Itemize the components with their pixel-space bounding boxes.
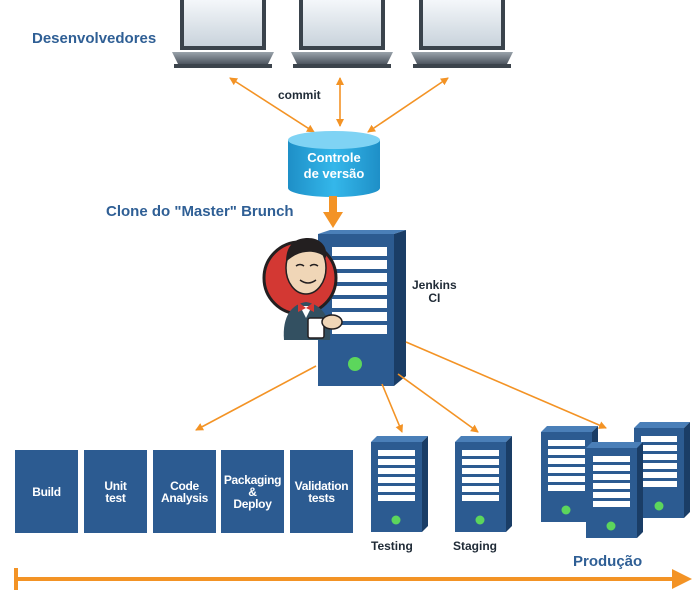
deploy-arrows — [195, 341, 607, 433]
laptop-icon — [291, 0, 393, 68]
commit-label: commit — [278, 88, 321, 102]
jenkins-butler-icon — [262, 238, 343, 340]
stage-build: Build — [15, 450, 78, 533]
laptop-icon — [411, 0, 513, 68]
clone-arrow — [323, 196, 343, 228]
staging-label: Staging — [453, 539, 497, 553]
server-icon — [455, 436, 512, 532]
stage-packaging-deploy: Packaging & Deploy — [221, 450, 284, 533]
laptop-icon — [172, 0, 274, 68]
timeline-arrow — [14, 568, 692, 590]
stage-code-analysis: Code Analysis — [153, 450, 216, 533]
commit-arrows — [229, 77, 449, 133]
server-icon — [586, 442, 643, 538]
clone-label: Clone do "Master" Brunch — [106, 203, 294, 220]
production-label: Produção — [573, 553, 643, 570]
developers-label: Desenvolvedores — [32, 30, 157, 47]
stage-unit-test: Unit test — [84, 450, 147, 533]
server-icon — [318, 230, 406, 386]
jenkins-ci-label: Jenkins CI — [412, 278, 457, 305]
database-icon — [288, 131, 380, 197]
version-control-label: Controle de versão — [303, 150, 365, 181]
server-icon — [371, 436, 428, 532]
testing-label: Testing — [371, 539, 413, 553]
stage-validation-tests: Validation tests — [290, 450, 353, 533]
